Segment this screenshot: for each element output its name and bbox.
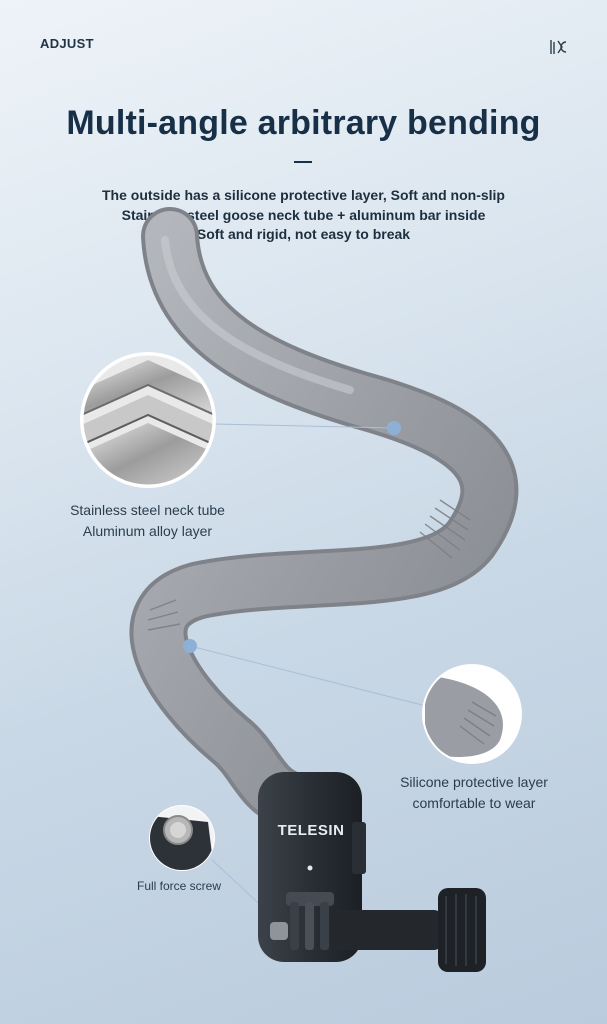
brand-mark-icon — [550, 40, 567, 54]
callout-line: Aluminum alloy layer — [82, 523, 213, 539]
description-line: Soft and rigid, not easy to break — [196, 226, 411, 242]
callout-line: Silicone protective layer — [400, 774, 548, 790]
camera-mount — [258, 772, 486, 972]
callout-dot-silicone — [183, 639, 197, 653]
product-logo: TELESIN — [277, 822, 345, 839]
callout-dot-steel — [387, 421, 401, 435]
callout-label-silicone: Silicone protective layer comfortable to… — [380, 772, 568, 814]
callout-line: Full force screw — [136, 879, 222, 893]
title-divider — [294, 161, 312, 163]
callout-label-steel: Stainless steel neck tube Aluminum alloy… — [40, 500, 255, 542]
screw-detail-magnifier — [149, 805, 215, 871]
product-description: The outside has a silicone protective la… — [0, 186, 607, 245]
description-line: The outside has a silicone protective la… — [102, 187, 505, 203]
gooseneck-tube — [129, 207, 519, 829]
callout-line: Stainless steel neck tube — [70, 502, 225, 518]
callout-label-screw: Full force screw — [120, 876, 238, 897]
silicone-detail-magnifier — [422, 664, 522, 764]
section-tag: ADJUST — [40, 36, 94, 51]
page-title: Multi-angle arbitrary bending — [66, 104, 541, 142]
description-line: Stainless steel goose neck tube + alumin… — [121, 206, 486, 223]
steel-detail-magnifier — [80, 352, 216, 488]
callout-line: comfortable to wear — [412, 795, 536, 811]
